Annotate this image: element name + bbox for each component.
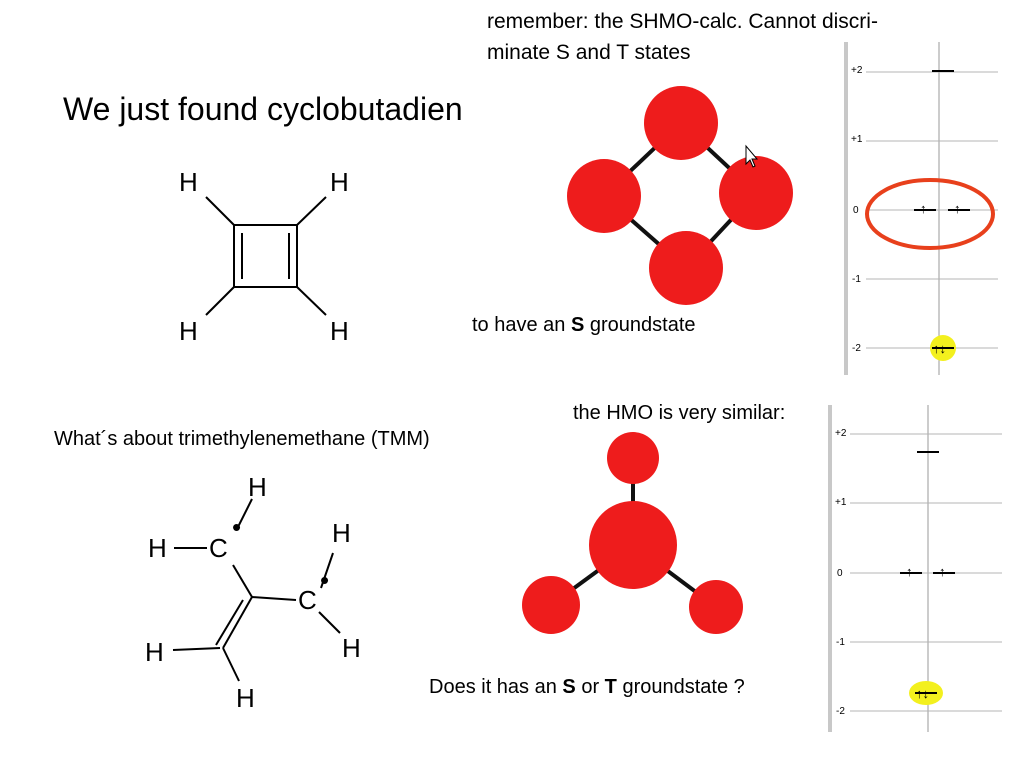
atom-c-right: C — [298, 585, 317, 615]
bond-h-top-right — [296, 196, 327, 226]
s-ground-bold: S — [570, 314, 585, 336]
electron-pair: ↑↓ — [933, 341, 946, 356]
bond-c-h-top — [237, 498, 253, 528]
bond-c-h-lower-right — [318, 611, 341, 634]
double-bond-outer — [222, 596, 253, 649]
model-central-atom — [589, 501, 677, 589]
tick-label: -2 — [852, 343, 861, 354]
energy-diagram-bottom: +2 +1 0 -1 -2 ↑ ↑ ↑↓ — [828, 405, 1002, 732]
degenerate-orbitals-highlight — [865, 178, 995, 250]
electron-pair: ↑↓ — [916, 686, 929, 701]
bond-center-c-right — [251, 596, 297, 601]
headline: We just found cyclobutadien — [63, 91, 463, 127]
diagram-left-bar — [844, 42, 848, 375]
electron-up: ↑ — [954, 201, 961, 216]
s-ground-prefix: to have an — [472, 314, 571, 336]
tick-label: +2 — [851, 65, 863, 76]
atom-h-bottom-right: H — [330, 316, 349, 346]
s-ground-suffix: groundstate — [584, 314, 696, 336]
tick-label: 0 — [837, 568, 843, 579]
bond-c-h-upper-right — [320, 552, 334, 589]
bond-ch2-h-left — [172, 647, 221, 651]
model-atom — [719, 156, 793, 230]
model-atom — [689, 580, 743, 634]
bond-h-top-left — [205, 196, 235, 226]
tick-label: -2 — [836, 706, 845, 717]
question-suffix: groundstate ? — [616, 676, 745, 698]
model-atom — [644, 86, 718, 160]
model-atom — [522, 576, 580, 634]
atom-h-lower-right: H — [342, 633, 361, 663]
atom-h-top: H — [248, 472, 267, 502]
atom-h-upper-right: H — [332, 518, 351, 548]
bond-c-center — [232, 564, 253, 598]
tick-label: 0 — [853, 205, 859, 216]
tick-label: +1 — [835, 497, 847, 508]
atom-c-left: C — [209, 533, 228, 563]
cyclobutadiene-ring — [233, 224, 298, 288]
atom-h-top-left: H — [179, 167, 198, 197]
tick-label: -1 — [836, 637, 845, 648]
model-atom — [567, 159, 641, 233]
groundstate-question: Does it has an S or T groundstate ? — [429, 676, 745, 699]
bond-ch2-h-bottom — [222, 647, 240, 682]
energy-diagram-top: +2 +1 0 -1 -2 ↑ ↑ ↑↓ — [844, 42, 998, 375]
question-middle: or — [575, 676, 605, 698]
atom-h-top-right: H — [330, 167, 349, 197]
s-groundstate-note: to have an S groundstate — [472, 314, 696, 337]
bond-h-bottom-left — [205, 286, 235, 316]
double-bond-inner — [215, 599, 244, 646]
diagram-left-bar — [828, 405, 832, 732]
atom-h-left: H — [148, 533, 167, 563]
electron-up: ↑ — [920, 201, 927, 216]
atom-h-bottom: H — [236, 683, 255, 713]
tick-label: -1 — [852, 274, 861, 285]
bond-h-bottom-right — [296, 286, 327, 316]
model-atom — [649, 231, 723, 305]
remember-line-1: remember: the SHMO-calc. Cannot discri- — [487, 10, 878, 33]
tmm-question: What´s about trimethylenemethane (TMM) — [54, 428, 430, 450]
question-t: T — [604, 676, 617, 698]
question-prefix: Does it has an — [429, 676, 563, 698]
tick-label: +1 — [851, 134, 863, 145]
atom-h-bottom-left: H — [145, 637, 164, 667]
mouse-cursor-icon — [745, 144, 759, 168]
tick-label: +2 — [835, 428, 847, 439]
remember-note: remember: the SHMO-calc. Cannot discri- … — [487, 6, 878, 68]
remember-line-2: minate S and T states — [487, 41, 691, 64]
atom-h-bottom-left: H — [179, 316, 198, 346]
electron-up: ↑ — [906, 564, 913, 579]
electron-up: ↑ — [939, 564, 946, 579]
radical-dot: • — [320, 565, 329, 595]
model-atom — [607, 432, 659, 484]
radical-dot: • — [232, 512, 241, 542]
hmo-similar-note: the HMO is very similar: — [573, 402, 786, 424]
question-s: S — [562, 676, 576, 698]
